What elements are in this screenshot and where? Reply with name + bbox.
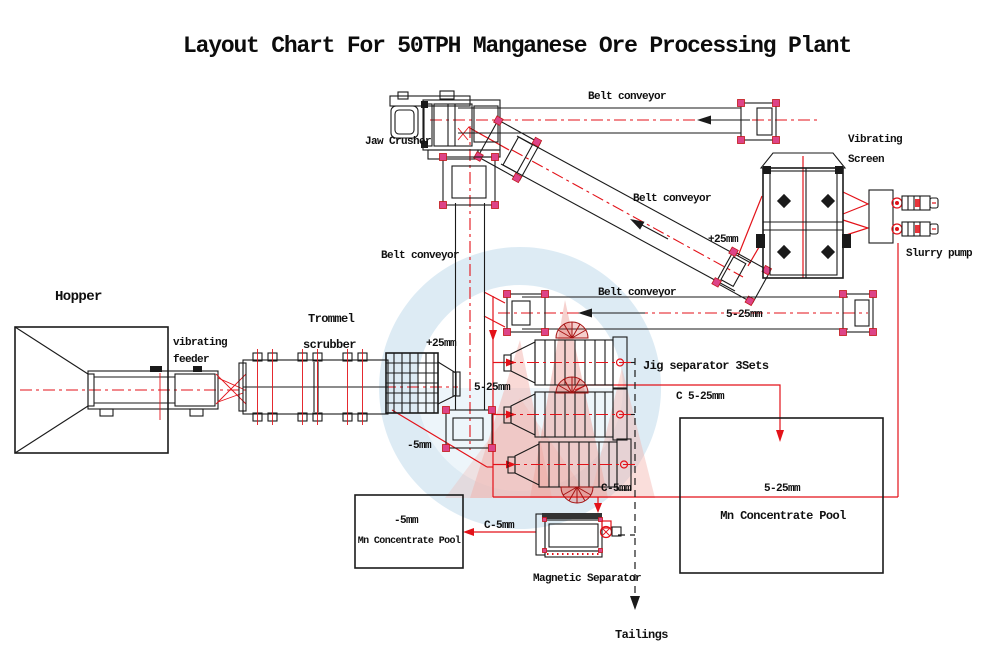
label-vibrating-feeder-1: vibrating (173, 337, 227, 349)
label-vibrating-screen-2: Screen (848, 154, 884, 166)
label-minus5-pool: -5mm (394, 515, 419, 527)
label-belt-conveyor-top: Belt conveyor (588, 91, 666, 103)
label-slurry-pump: Slurry pump (906, 248, 973, 260)
mn-concentrate-pool-large (679, 417, 884, 574)
watermark-water (417, 388, 623, 491)
label-vibrating-feeder-2: feeder (173, 354, 209, 366)
label-minus5-trommel: -5mm (407, 440, 432, 452)
label-trommel-2: scrubber (303, 338, 356, 352)
hopper (14, 326, 169, 454)
mn-concentrate-pool-small (354, 494, 464, 569)
label-belt-conveyor-mid: Belt conveyor (598, 287, 676, 299)
jaw-crusher (389, 90, 501, 160)
label-trommel-1: Trommel (308, 312, 355, 326)
label-belt-conveyor-vertical: Belt conveyor (381, 250, 459, 262)
belt-conveyor-vertical (439, 153, 499, 452)
vibrating-feeder (87, 366, 247, 420)
label-plus25-vertical: +25mm (426, 338, 457, 350)
label-vibrating-screen-1: Vibrating (848, 134, 902, 146)
label-tailings: Tailings (615, 628, 668, 642)
watermark-flame-base (445, 398, 590, 498)
label-mn-pool-large: Mn Concentrate Pool (720, 509, 846, 523)
belt-conveyor-diagonal (473, 115, 773, 307)
label-hopper: Hopper (55, 289, 102, 305)
label-c-minus5-concentrate: C-5mm (484, 520, 515, 532)
label-magnetic-separator: Magnetic Separator (533, 573, 641, 585)
label-mn-pool-small: Mn Concentrate Pool (358, 535, 461, 547)
trommel-lugs (252, 349, 368, 425)
magnetic-separator (535, 513, 622, 558)
trommel-scrubber (238, 349, 461, 425)
label-plus25-diagonal: +25mm (708, 234, 739, 246)
vibrating-screen (756, 152, 851, 279)
label-c-minus5-feed: C-5mm (601, 483, 632, 495)
label-jaw-crusher: Jaw Crusher (365, 136, 431, 148)
label-belt-conveyor-diagonal: Belt conveyor (633, 193, 711, 205)
watermark-flame-right (590, 368, 655, 498)
page-title: Layout Chart For 50TPH Manganese Ore Pro… (183, 33, 851, 59)
slurry-pump (868, 189, 939, 244)
belt-conveyor-mid (503, 290, 877, 336)
label-jig-separator: Jig separator 3Sets (643, 359, 769, 373)
label-5-25-conveyor: 5-25mm (726, 309, 763, 321)
label-5-25-pool: 5-25mm (764, 483, 801, 495)
label-5-25-jig-feed: 5-25mm (474, 382, 511, 394)
label-c5-25: C 5-25mm (676, 391, 725, 403)
belt-conveyor-top (458, 99, 780, 144)
